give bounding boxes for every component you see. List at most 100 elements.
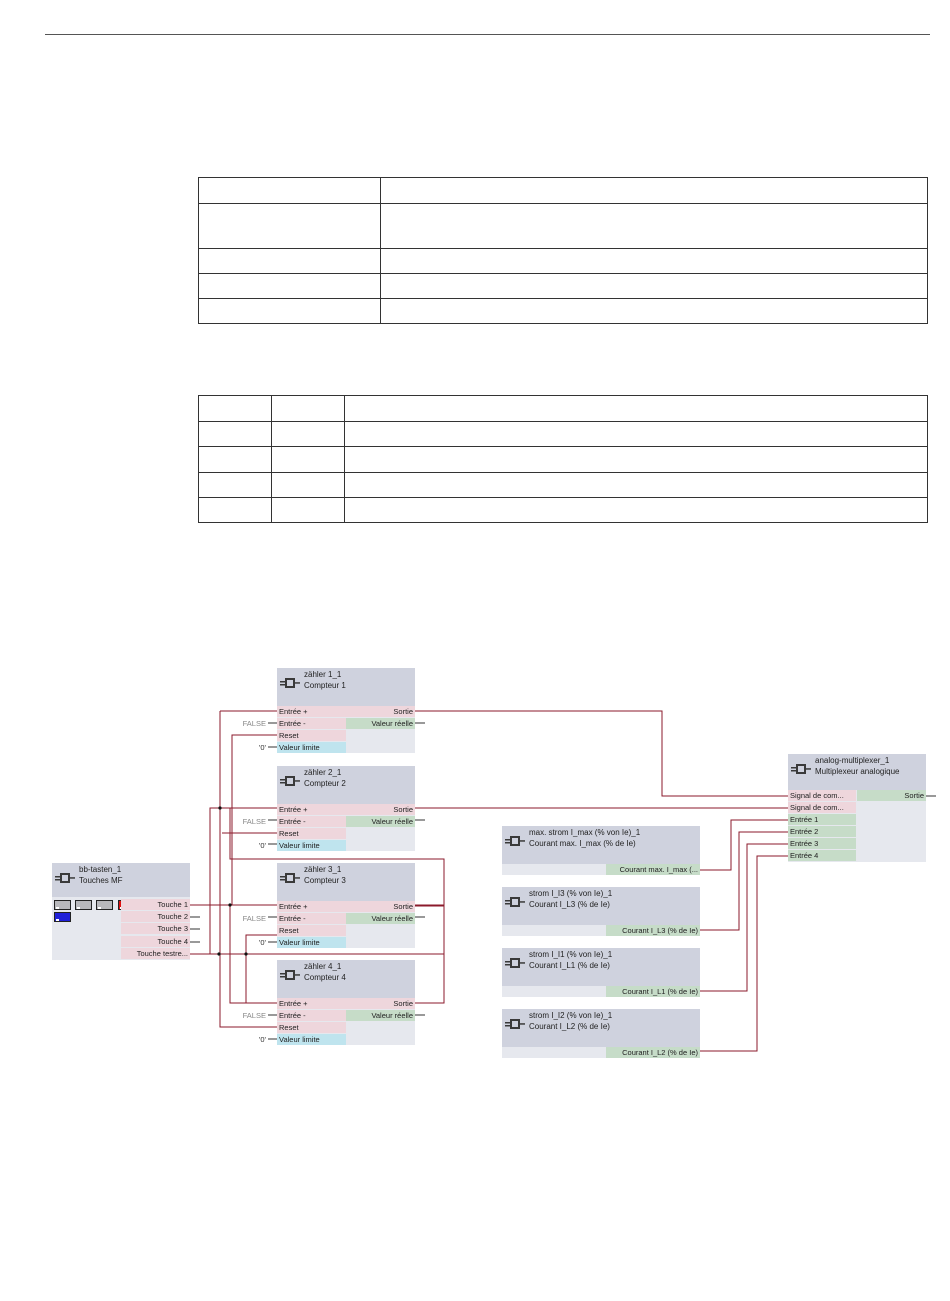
wire-reset-1 [231, 734, 278, 905]
pin-valeur-limite[interactable]: Valeur limite [277, 840, 346, 851]
block-name: zähler 2_1 [304, 768, 342, 777]
function-block-icon [505, 836, 525, 846]
pin-current-output[interactable]: Courant I_L1 (% de Ie) [606, 986, 700, 997]
wire-il3-mux [700, 831, 790, 931]
const-false: FALSE [242, 817, 266, 826]
analog-multiplexer-block[interactable]: analog-multiplexer_1 Multiplexeur analog… [788, 754, 926, 862]
pin-touche2[interactable]: Touche 2 [121, 911, 190, 922]
block-subtitle: Touches MF [79, 876, 123, 885]
table-row [198, 273, 928, 299]
pin-sortie[interactable]: Sortie [346, 901, 415, 912]
pin-current-output[interactable]: Courant max. I_max (... [606, 864, 700, 875]
pin-entree-2[interactable]: Entrée 2 [788, 826, 856, 837]
function-block-icon [280, 678, 300, 688]
wire-touche1-branch [229, 905, 278, 1004]
pin-sortie[interactable]: Sortie [346, 706, 415, 717]
bb-tasten-block[interactable]: bb-tasten_1 Touches MF Touche 1 Touche 2… [52, 863, 190, 960]
pin-reset[interactable]: Reset [277, 828, 346, 839]
pin-valeur-limite[interactable]: Valeur limite [277, 937, 346, 948]
block-subtitle: Courant max. I_max (% de Ie) [529, 839, 636, 848]
wire-testre-a [209, 807, 230, 954]
pin-entree-plus[interactable]: Entrée + [277, 706, 346, 717]
const-false: FALSE [242, 719, 266, 728]
block-subtitle: Compteur 2 [304, 779, 346, 788]
pin-sortie[interactable]: Sortie [346, 804, 415, 815]
pin-reset[interactable]: Reset [277, 730, 346, 741]
junction [218, 806, 222, 810]
pin-entree-4[interactable]: Entrée 4 [788, 850, 856, 861]
function-block-icon [280, 873, 300, 883]
pin-entree-minus[interactable]: Entrée - [277, 1010, 346, 1021]
block-subtitle: Courant I_L2 (% de Ie) [529, 1022, 610, 1031]
table-1 [198, 177, 928, 324]
table-row [198, 497, 928, 523]
pin-touche-testre[interactable]: Touche testre... [121, 948, 190, 959]
pin-reset[interactable]: Reset [277, 925, 346, 936]
table-row [198, 395, 928, 422]
pin-valeur-reelle[interactable]: Valeur réelle [346, 816, 415, 827]
function-block-icon [791, 764, 811, 774]
pin-signal-1[interactable]: Signal de com... [788, 790, 856, 801]
block-header: analog-multiplexer_1 Multiplexeur analog… [788, 754, 926, 790]
pin-entree-3[interactable]: Entrée 3 [788, 838, 856, 849]
function-block-icon [55, 873, 75, 883]
block-subtitle: Multiplexeur analogique [815, 767, 900, 776]
table-row [198, 298, 928, 324]
pin-mux-sortie[interactable]: Sortie [857, 790, 926, 801]
pin-entree-1[interactable]: Entrée 1 [788, 814, 856, 825]
pin-valeur-reelle[interactable]: Valeur réelle [346, 718, 415, 729]
pin-current-output[interactable]: Courant I_L3 (% de Ie) [606, 925, 700, 936]
pin-entree-minus[interactable]: Entrée - [277, 913, 346, 924]
const-false: FALSE [242, 1011, 266, 1020]
block-subtitle: Compteur 1 [304, 681, 346, 690]
pin-entree-plus[interactable]: Entrée + [277, 901, 346, 912]
pin-touche1[interactable]: Touche 1 [121, 899, 190, 910]
pin-sortie[interactable]: Sortie [346, 998, 415, 1009]
const-zero: '0' [258, 841, 266, 850]
pin-entree-plus[interactable]: Entrée + [277, 804, 346, 815]
pin-entree-plus[interactable]: Entrée + [277, 998, 346, 1009]
pin-reset[interactable]: Reset [277, 1022, 346, 1033]
function-block-icon [505, 1019, 525, 1029]
pin-signal-2[interactable]: Signal de com... [788, 802, 856, 813]
wire-reset-bus2 [219, 711, 278, 1028]
key-2-icon[interactable] [75, 900, 92, 910]
block-subtitle: Compteur 4 [304, 973, 346, 982]
pin-entree-minus[interactable]: Entrée - [277, 816, 346, 827]
const-false: FALSE [242, 914, 266, 923]
key-3-icon[interactable] [96, 900, 113, 910]
block-name: bb-tasten_1 [79, 865, 122, 874]
table-row [198, 421, 928, 447]
pin-valeur-reelle[interactable]: Valeur réelle [346, 913, 415, 924]
pin-valeur-limite[interactable]: Valeur limite [277, 742, 346, 753]
block-subtitle: Courant I_L3 (% de Ie) [529, 900, 610, 909]
key-1-icon[interactable] [54, 900, 71, 910]
pin-current-output[interactable]: Courant I_L2 (% de Ie) [606, 1047, 700, 1058]
pin-entree-minus[interactable]: Entrée - [277, 718, 346, 729]
block-name: analog-multiplexer_1 [815, 756, 890, 765]
block-name: max. strom I_max (% von Ie)_1 [529, 828, 641, 837]
block-subtitle: Courant I_L1 (% de Ie) [529, 961, 610, 970]
pin-touche4[interactable]: Touche 4 [121, 936, 190, 947]
key-test-icon[interactable] [54, 912, 71, 922]
table-row [198, 203, 928, 249]
pin-touche3[interactable]: Touche 3 [121, 923, 190, 934]
pin-valeur-reelle[interactable]: Valeur réelle [346, 1010, 415, 1021]
pin-valeur-limite[interactable]: Valeur limite [277, 1034, 346, 1045]
block-name: zähler 4_1 [304, 962, 342, 971]
function-block-icon [280, 776, 300, 786]
table-2 [198, 395, 928, 523]
